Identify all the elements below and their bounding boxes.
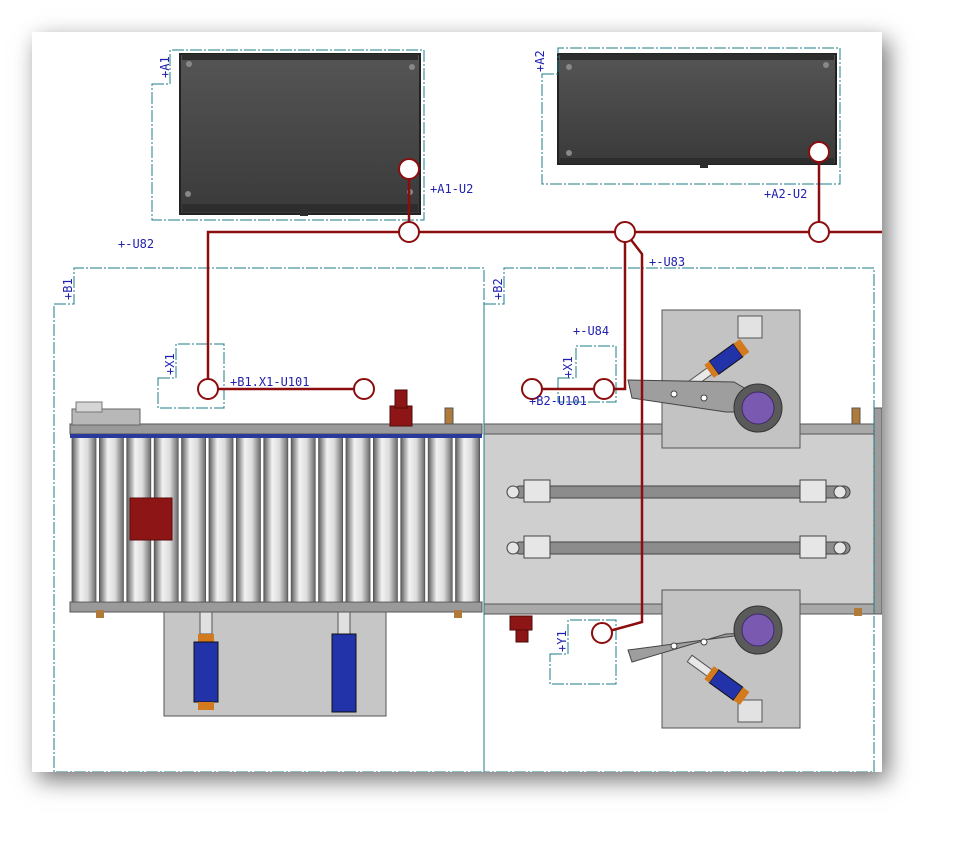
label-a2: +A2: [533, 50, 547, 72]
conveyor-roller: [400, 435, 426, 603]
vertical-cylinder-left: [193, 611, 219, 710]
terminal-a2-u2: [808, 141, 830, 163]
conveyor-roller: [345, 435, 371, 603]
label-u82: +-U82: [118, 237, 154, 251]
boundary-b1: [53, 267, 485, 772]
label-b2-u101: +B2-U101: [529, 394, 587, 408]
cabinet-a1: [179, 53, 421, 216]
label-b1: +B1: [61, 278, 75, 300]
conveyor-roller: [99, 435, 124, 603]
red-sensor-block: [129, 497, 173, 541]
labels: +A1 +A2 +A1-U2 +A2-U2 +-U82 +-U83 +-U84 …: [61, 50, 807, 652]
bolt-b1-foot-left: [96, 610, 104, 618]
conveyor-roller: [71, 435, 97, 603]
conveyor-roller: [181, 435, 207, 603]
bolt-b1-foot-right: [454, 610, 462, 618]
red-plug-b1: [389, 389, 413, 427]
wire-terminals: [197, 141, 830, 644]
pusher-assembly-top: [627, 309, 801, 449]
label-u83: +-U83: [649, 255, 685, 269]
terminal-y1: [591, 622, 613, 644]
conveyor-roller: [208, 435, 234, 603]
label-a1-u2: +A1-U2: [430, 182, 473, 196]
layout-diagram: +A1 +A2 +A1-U2 +A2-U2 +-U82 +-U83 +-U84 …: [53, 47, 882, 772]
location-boundaries: [53, 47, 875, 772]
terminal-b1-x1: [197, 378, 219, 400]
terminal-x1-b2: [593, 378, 615, 400]
cabinet-a2: [557, 53, 837, 168]
label-x1-b2: +X1: [561, 356, 575, 378]
boundary-x1-b2: [557, 345, 617, 403]
terminal-a1-bus: [398, 221, 420, 243]
wire-u83-y1: [601, 231, 644, 635]
vertical-cylinder-right: [331, 611, 357, 713]
boundary-a1: [151, 49, 425, 221]
terminal-b2-u101: [521, 378, 543, 400]
conveyor-roller: [290, 435, 316, 603]
boundary-y1: [549, 619, 617, 685]
label-a2-u2: +A2-U2: [764, 187, 807, 201]
terminal-u83: [614, 221, 636, 243]
diagram-frame: +A1 +A2 +A1-U2 +A2-U2 +-U82 +-U83 +-U84 …: [32, 32, 882, 772]
label-y1: +Y1: [555, 630, 569, 652]
label-b1-x1-u101: +B1.X1-U101: [230, 375, 309, 389]
boundary-x1-b1: [157, 343, 225, 409]
label-a1: +A1: [158, 56, 172, 78]
label-b2: +B2: [491, 278, 505, 300]
conveyor-roller: [427, 435, 453, 603]
pusher-assembly-bottom: [627, 589, 801, 729]
boundary-a2: [541, 47, 841, 185]
conveyor-roller: [235, 435, 261, 603]
conveyor-roller: [455, 435, 481, 603]
label-u84: +-U84: [573, 324, 609, 338]
red-plug-b2: [509, 615, 533, 643]
terminal-a1-u2: [398, 158, 420, 180]
terminal-a2-bus: [808, 221, 830, 243]
boundary-b2: [483, 267, 875, 772]
bolt-b1: [444, 407, 454, 425]
terminal-b1-x1-u101: [353, 378, 375, 400]
conveyor-roller: [263, 435, 289, 603]
conveyor-roller: [318, 435, 344, 603]
wire-main-bus: [206, 230, 882, 389]
label-x1-b1: +X1: [163, 353, 177, 375]
wire-u84: [604, 232, 627, 391]
conveyor-roller: [372, 435, 398, 603]
